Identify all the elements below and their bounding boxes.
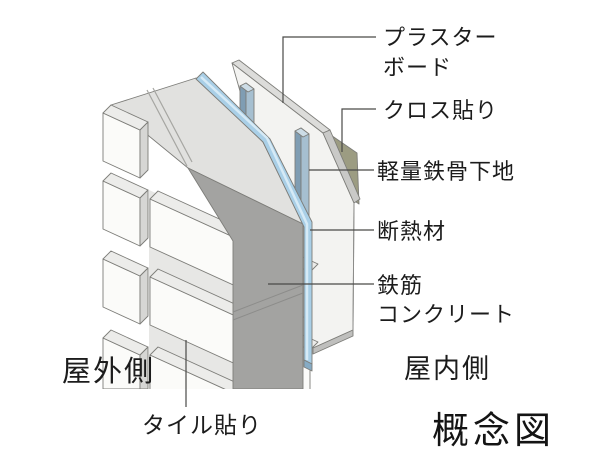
diagram-title: 概念図 (432, 410, 555, 449)
label-plasterboard-line1: プラスター (383, 25, 498, 50)
label-indoor-side: 屋内側 (404, 354, 491, 384)
label-steel-frame: 軽量鉄骨下地 (377, 159, 515, 184)
label-cloth: クロス貼り (383, 98, 498, 123)
label-insulation: 断熱材 (377, 219, 446, 244)
label-tile: タイル貼り (142, 413, 262, 438)
leader-cloth (341, 108, 376, 152)
concrete-face-shape (187, 167, 304, 389)
tile-column (102, 104, 149, 389)
label-outdoor-side: 屋外側 (62, 355, 155, 388)
leader-lines (185, 36, 376, 407)
label-concrete-line2: コンクリート (377, 302, 515, 327)
leader-plasterboard (282, 36, 376, 103)
insulation-shape (195, 71, 313, 372)
label-plasterboard-line2: ボード (383, 55, 452, 80)
label-concrete-line1: 鉄筋 (377, 273, 423, 298)
